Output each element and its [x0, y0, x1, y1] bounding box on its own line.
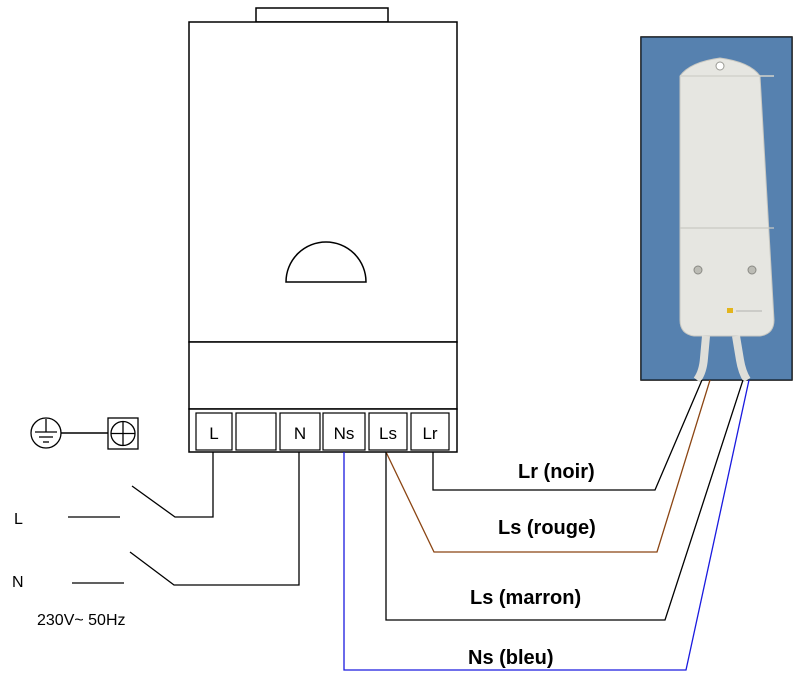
module-label-icon: [727, 308, 733, 313]
terminal-label-L: L: [209, 424, 218, 443]
terminal-Lr: [410, 412, 450, 451]
earth-symbols: [30, 417, 139, 450]
mains-rating: 230V~ 50Hz: [37, 612, 126, 629]
wire-label-ls-rouge: Ls (rouge): [498, 517, 596, 539]
terminal-L: [195, 412, 233, 451]
module-screw-left: [693, 265, 703, 275]
switch-L: [131, 452, 214, 518]
terminal-blank: [235, 412, 277, 451]
module-screw-right: [747, 265, 757, 275]
module-screw-top: [715, 61, 725, 71]
switch-N: [129, 452, 300, 586]
mains-label-L: L: [14, 511, 23, 528]
wire-ls-marron: [385, 379, 744, 621]
module-cable-right: [732, 335, 751, 383]
unit-dome-indicator: [285, 241, 367, 283]
earth-ground-icon: [30, 417, 62, 449]
wire-label-ls-marron: Ls (marron): [470, 587, 581, 609]
sensor-wires: [343, 379, 750, 671]
main-unit: [188, 7, 458, 410]
module-photo: [640, 36, 793, 383]
protective-earth-icon: [107, 417, 139, 450]
terminal-label-Ns: Ns: [334, 424, 355, 443]
unit-top-tab: [255, 7, 389, 23]
terminal-label-Lr: Lr: [422, 424, 437, 443]
wire-label-lr: Lr (noir): [518, 461, 595, 483]
mains-supply: L N 230V~ 50Hz: [12, 452, 300, 629]
wire-ns: [343, 379, 750, 671]
wire-ls-rouge: [385, 379, 711, 553]
unit-lower-panel: [188, 341, 458, 410]
terminal-label-Ls: Ls: [379, 424, 397, 443]
mains-label-N: N: [12, 574, 24, 591]
terminal-label-N: N: [294, 424, 306, 443]
module-cable-left: [693, 335, 710, 383]
terminal-N: [279, 412, 321, 451]
terminal-Ls: [368, 412, 408, 451]
terminal-block: L N Ns Ls Lr: [188, 408, 458, 453]
module-body: [679, 57, 775, 337]
unit-body: [188, 21, 458, 343]
wire-labels: Lr (noir) Ls (rouge) Ls (marron) Ns (ble…: [468, 461, 596, 669]
wire-label-ns: Ns (bleu): [468, 647, 554, 669]
wire-lr: [432, 379, 703, 491]
terminal-Ns: [322, 412, 366, 451]
